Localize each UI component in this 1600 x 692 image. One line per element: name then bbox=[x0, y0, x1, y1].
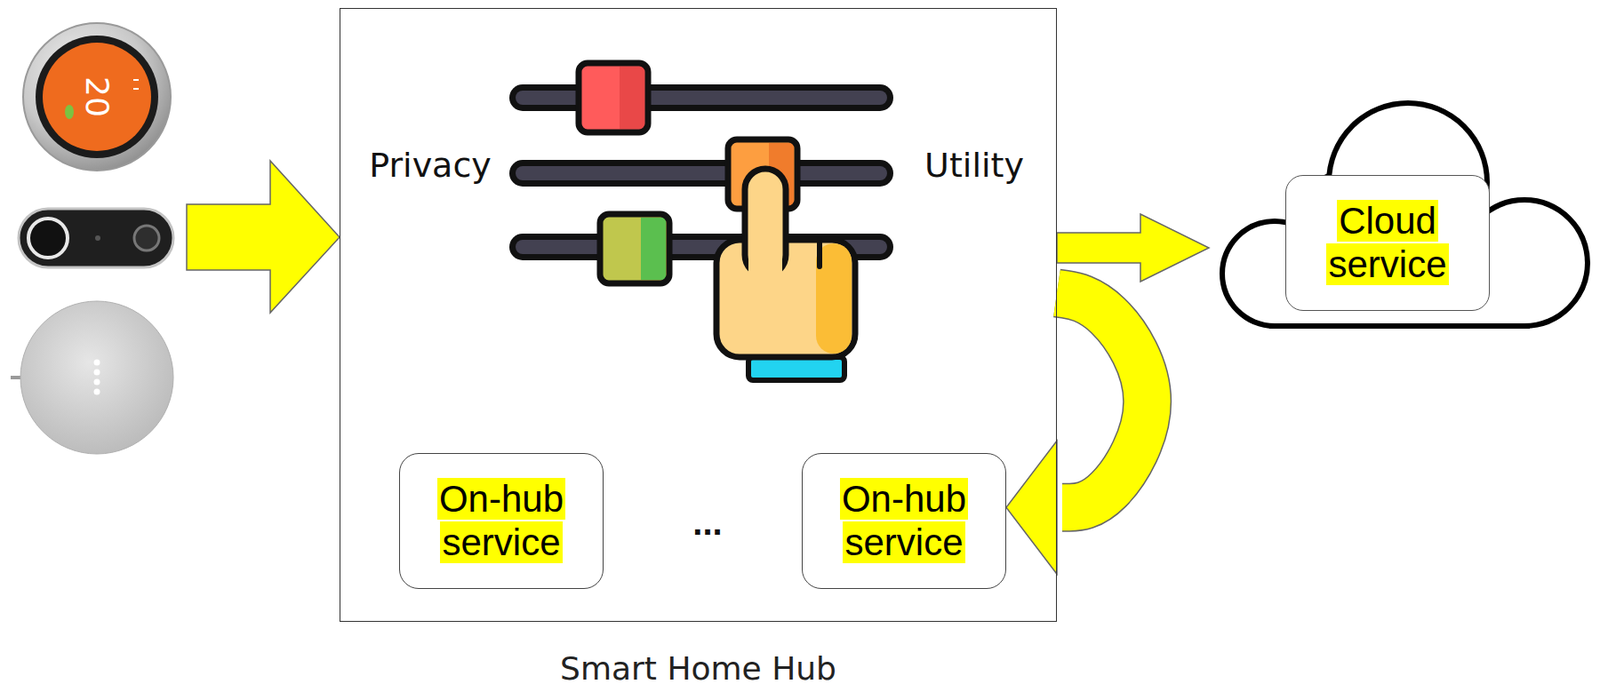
thermostat-ring bbox=[23, 23, 171, 171]
text-block: Cloud service bbox=[1301, 200, 1474, 287]
service-box: On-hub service bbox=[801, 453, 1007, 590]
slider-knob bbox=[578, 63, 648, 133]
speaker-light bbox=[94, 369, 101, 376]
text-line: On-hub service bbox=[817, 478, 991, 565]
flow-arrow-body bbox=[1056, 214, 1209, 282]
text-area: On-hub service bbox=[400, 454, 603, 589]
cloud-node: Cloud service bbox=[1216, 96, 1591, 329]
slider-track bbox=[522, 166, 880, 181]
thermostat-display bbox=[42, 42, 152, 152]
cloud-stroke bbox=[1224, 105, 1585, 324]
knob-shade bbox=[619, 66, 645, 129]
flow-arrow bbox=[1056, 214, 1209, 282]
text-line: Cloud service bbox=[1301, 200, 1474, 287]
flow-arrow bbox=[1006, 293, 1148, 575]
thermostat-tick bbox=[133, 79, 139, 81]
flow-arrow-outline bbox=[1056, 293, 1148, 508]
knob-outline bbox=[600, 214, 670, 284]
slider-knob bbox=[600, 214, 670, 284]
hand-knuckle bbox=[816, 240, 823, 267]
service-box: On-hub service bbox=[399, 453, 604, 590]
axis-label: Privacy bbox=[368, 147, 492, 185]
ellipsis: ... bbox=[692, 504, 722, 541]
service-label: On-hub service bbox=[437, 478, 566, 563]
text-block: On-hub service bbox=[415, 478, 588, 565]
axis-label: Utility bbox=[924, 147, 1024, 185]
flow-arrow-body bbox=[1056, 293, 1148, 508]
hand-join bbox=[748, 232, 783, 280]
service-label: Cloud service bbox=[1326, 200, 1448, 285]
slider-track bbox=[522, 160, 880, 187]
hand-cuff bbox=[748, 357, 845, 381]
thermostat-leaf bbox=[64, 104, 74, 120]
speaker-light bbox=[94, 379, 101, 386]
text-area: On-hub service bbox=[802, 454, 1006, 589]
doorbell-button bbox=[28, 218, 68, 258]
thermostat-bezel bbox=[35, 35, 159, 159]
service-label: On-hub service bbox=[840, 478, 968, 563]
speaker-body bbox=[20, 301, 174, 455]
thermostat-tick bbox=[133, 88, 139, 90]
cloud-fill bbox=[1224, 105, 1585, 324]
thermostat-reading: 20 bbox=[80, 76, 113, 118]
text-area: Cloud service bbox=[1286, 176, 1489, 311]
speaker-light bbox=[94, 389, 101, 396]
service-box: Cloud service bbox=[1285, 175, 1490, 312]
hub-title: Smart Home Hub bbox=[340, 650, 1056, 688]
doorbell-body bbox=[18, 208, 174, 268]
doorbell-camera bbox=[134, 225, 160, 251]
knob-shade bbox=[640, 217, 666, 280]
input-arrow bbox=[186, 160, 340, 313]
arrow-head bbox=[1006, 440, 1057, 575]
knob-outline bbox=[578, 63, 648, 133]
text-block: On-hub service bbox=[817, 478, 991, 565]
doorbell-sensor bbox=[95, 235, 101, 241]
text-line: On-hub service bbox=[415, 478, 588, 565]
speaker-light bbox=[94, 360, 101, 367]
